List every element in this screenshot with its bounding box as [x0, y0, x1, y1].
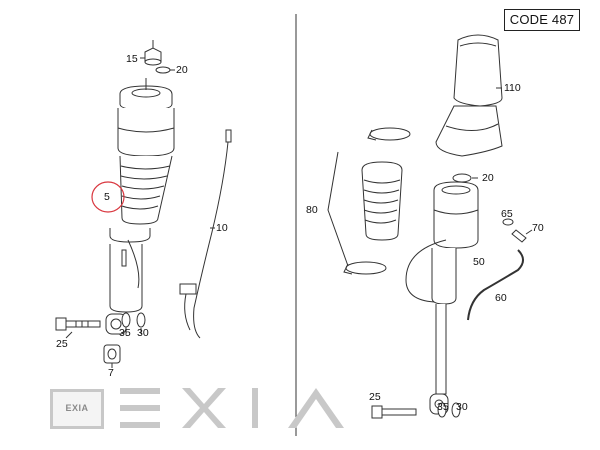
callout-15: 15 — [126, 53, 138, 65]
callout-80: 80 — [306, 204, 318, 216]
sensor-cable — [179, 129, 232, 339]
callout-60: 60 — [495, 292, 507, 304]
strut-right — [429, 181, 479, 415]
callout-25-right: 25 — [369, 391, 381, 403]
fitting-70 — [511, 229, 533, 243]
bellows — [119, 155, 173, 225]
callout-25: 25 — [56, 338, 68, 350]
washer-part-small-right — [451, 402, 461, 418]
bolt-part — [55, 317, 101, 331]
watermark-logo-text: EXIA — [65, 403, 89, 413]
bolt-part-right — [371, 405, 417, 419]
nut-part-right — [437, 402, 447, 418]
damper-tube — [109, 239, 143, 313]
clamp-top — [367, 127, 411, 141]
callout-110: 110 — [504, 82, 521, 94]
air-spring-sleeve — [361, 161, 403, 241]
callout-65: 65 — [501, 208, 513, 220]
air-line-50 — [405, 239, 447, 303]
top-nut-part — [144, 40, 162, 66]
callout-20: 20 — [176, 64, 188, 76]
fitting-65 — [502, 218, 514, 226]
washer-part — [155, 66, 171, 74]
highlight-circle — [91, 181, 125, 213]
washer-part-right — [452, 173, 472, 183]
callout-5: 5 — [104, 191, 110, 203]
callout-50: 50 — [473, 256, 485, 268]
code-label: CODE 487 — [504, 9, 580, 31]
washer-part-small — [136, 312, 146, 328]
callout-30-right: 30 — [456, 401, 468, 413]
bottom-eye — [105, 313, 127, 335]
cover-part — [435, 34, 503, 157]
clamp-bottom — [343, 261, 387, 275]
callout-70: 70 — [532, 222, 544, 234]
nut-part — [121, 312, 131, 328]
callout-7: 7 — [108, 367, 114, 379]
callout-20-right: 20 — [482, 172, 494, 184]
hose-60 — [467, 249, 524, 321]
strut-top-mount — [119, 78, 173, 111]
callout-35: 35 — [119, 327, 131, 339]
callout-30: 30 — [137, 327, 149, 339]
watermark-letters — [120, 388, 344, 428]
callout-35-right: 35 — [437, 401, 449, 413]
callout-10: 10 — [216, 222, 228, 234]
bushing-part — [103, 344, 121, 364]
watermark-logo: EXIA — [50, 389, 104, 429]
